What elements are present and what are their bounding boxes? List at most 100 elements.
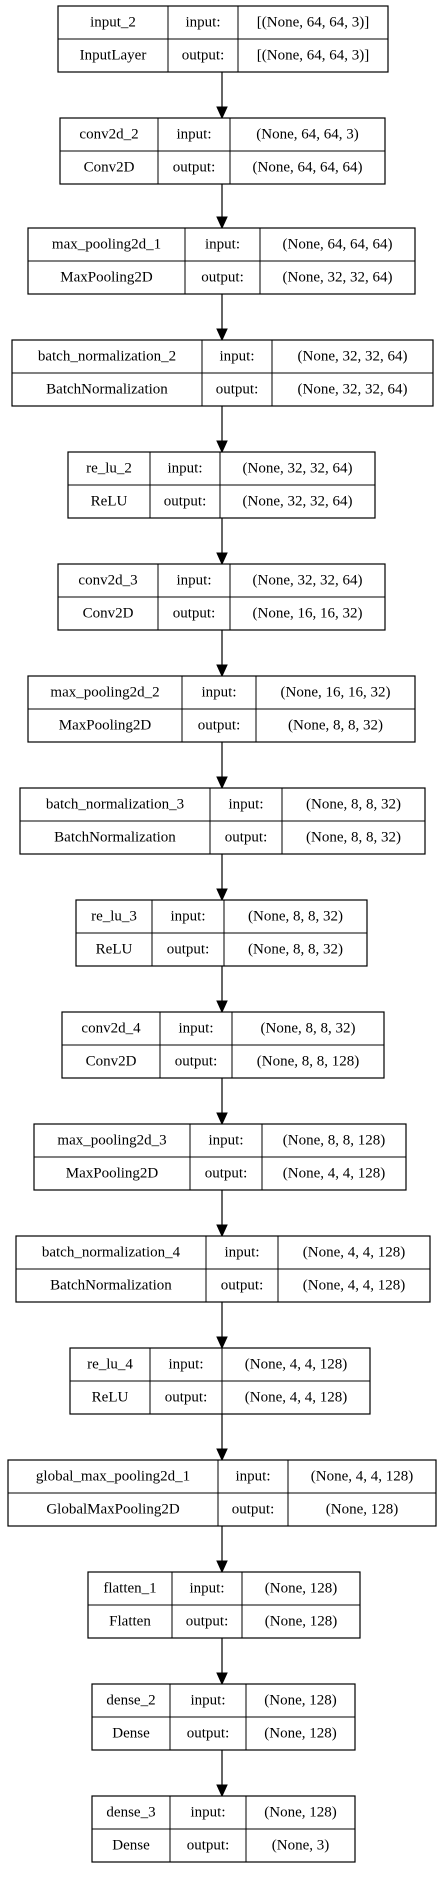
output-shape: (None, 8, 8, 32) <box>306 830 401 846</box>
input-label: input: <box>235 1469 270 1485</box>
edge-arrow <box>216 518 228 566</box>
arrowhead-icon <box>216 1784 228 1798</box>
output-label: output: <box>225 830 268 846</box>
output-shape: (None, 8, 8, 32) <box>248 942 343 958</box>
layer-name: batch_normalization_4 <box>42 1245 181 1261</box>
arrowhead-icon <box>216 664 228 678</box>
output-label: output: <box>198 718 241 734</box>
output-label: output: <box>201 270 244 286</box>
input-label: input: <box>176 573 211 589</box>
layer-name: flatten_1 <box>103 1581 156 1597</box>
input-shape: (None, 8, 8, 128) <box>283 1133 385 1149</box>
output-shape: (None, 32, 32, 64) <box>243 494 353 510</box>
edge-arrow <box>216 1750 228 1798</box>
output-label: output: <box>232 1502 275 1518</box>
arrowhead-icon <box>216 216 228 230</box>
output-label: output: <box>187 1838 230 1854</box>
layer-name: conv2d_2 <box>79 127 138 143</box>
arrowhead-icon <box>216 776 228 790</box>
input-shape: (None, 128) <box>264 1693 336 1709</box>
edge-arrow <box>216 1526 228 1574</box>
arrowhead-icon <box>216 1672 228 1686</box>
layer-name: re_lu_4 <box>87 1357 133 1373</box>
input-label: input: <box>219 349 254 365</box>
input-shape: (None, 16, 16, 32) <box>281 685 391 701</box>
input-shape: (None, 128) <box>265 1581 337 1597</box>
edge-arrow <box>216 294 228 342</box>
input-label: input: <box>201 685 236 701</box>
arrowhead-icon <box>216 552 228 566</box>
output-shape: (None, 8, 8, 128) <box>257 1054 359 1070</box>
input-shape: (None, 64, 64, 3) <box>256 127 358 143</box>
input-shape: (None, 4, 4, 128) <box>245 1357 347 1373</box>
layer-type: ReLU <box>92 1390 129 1406</box>
output-label: output: <box>173 160 216 176</box>
edge-arrow <box>216 1190 228 1238</box>
output-shape: [(None, 64, 64, 3)] <box>257 48 369 64</box>
output-shape: (None, 64, 64, 64) <box>253 160 363 176</box>
layer-type: Dense <box>112 1838 150 1854</box>
edge-arrow <box>216 406 228 454</box>
layer-type: InputLayer <box>80 48 147 64</box>
output-label: output: <box>216 382 259 398</box>
layer-name: re_lu_3 <box>91 909 137 925</box>
layer-name: batch_normalization_3 <box>46 797 184 813</box>
edge-arrow <box>216 72 228 120</box>
input-label: input: <box>178 1021 213 1037</box>
layer-node-batch-normalization-4: batch_normalization_4BatchNormalizationi… <box>15 1235 431 1303</box>
layer-type: Flatten <box>109 1614 151 1630</box>
input-label: input: <box>205 237 240 253</box>
input-label: input: <box>167 461 202 477</box>
layer-name: conv2d_4 <box>81 1021 141 1037</box>
input-shape: (None, 8, 8, 32) <box>306 797 401 813</box>
arrowhead-icon <box>216 440 228 454</box>
output-shape: (None, 128) <box>265 1614 337 1630</box>
output-label: output: <box>187 1726 230 1742</box>
arrowhead-icon <box>216 1336 228 1350</box>
layer-type: BatchNormalization <box>54 830 176 846</box>
layer-type: MaxPooling2D <box>59 718 152 734</box>
layer-node-max-pooling2d-1: max_pooling2d_1MaxPooling2Dinput:output:… <box>27 227 416 295</box>
edge-arrow <box>216 966 228 1014</box>
output-shape: (None, 4, 4, 128) <box>245 1390 347 1406</box>
layer-type: ReLU <box>96 942 133 958</box>
layer-name: batch_normalization_2 <box>38 349 176 365</box>
layer-node-global-max-pooling2d-1: global_max_pooling2d_1GlobalMaxPooling2D… <box>7 1459 437 1527</box>
layer-name: input_2 <box>90 15 136 31</box>
output-label: output: <box>186 1614 229 1630</box>
input-shape: (None, 32, 32, 64) <box>253 573 363 589</box>
layer-type: Conv2D <box>84 160 135 176</box>
output-shape: (None, 128) <box>326 1502 398 1518</box>
arrowhead-icon <box>216 106 228 120</box>
edge-arrow <box>216 742 228 790</box>
edge-arrow <box>216 1078 228 1126</box>
layer-name: dense_2 <box>106 1693 155 1709</box>
layer-name: dense_3 <box>106 1805 155 1821</box>
output-label: output: <box>167 942 210 958</box>
arrowhead-icon <box>216 1560 228 1574</box>
output-shape: (None, 32, 32, 64) <box>298 382 408 398</box>
layer-name: re_lu_2 <box>86 461 132 477</box>
output-label: output: <box>205 1166 248 1182</box>
layer-type: BatchNormalization <box>46 382 168 398</box>
input-shape: (None, 32, 32, 64) <box>298 349 408 365</box>
edges-layer <box>216 72 228 1798</box>
input-label: input: <box>185 15 220 31</box>
output-label: output: <box>182 48 225 64</box>
layer-name: max_pooling2d_2 <box>50 685 159 701</box>
layer-name: max_pooling2d_3 <box>57 1133 166 1149</box>
layer-type: GlobalMaxPooling2D <box>46 1502 179 1518</box>
layer-node-batch-normalization-3: batch_normalization_3BatchNormalizationi… <box>19 787 426 855</box>
edge-arrow <box>216 1638 228 1686</box>
output-shape: (None, 16, 16, 32) <box>253 606 363 622</box>
layer-type: MaxPooling2D <box>66 1166 159 1182</box>
